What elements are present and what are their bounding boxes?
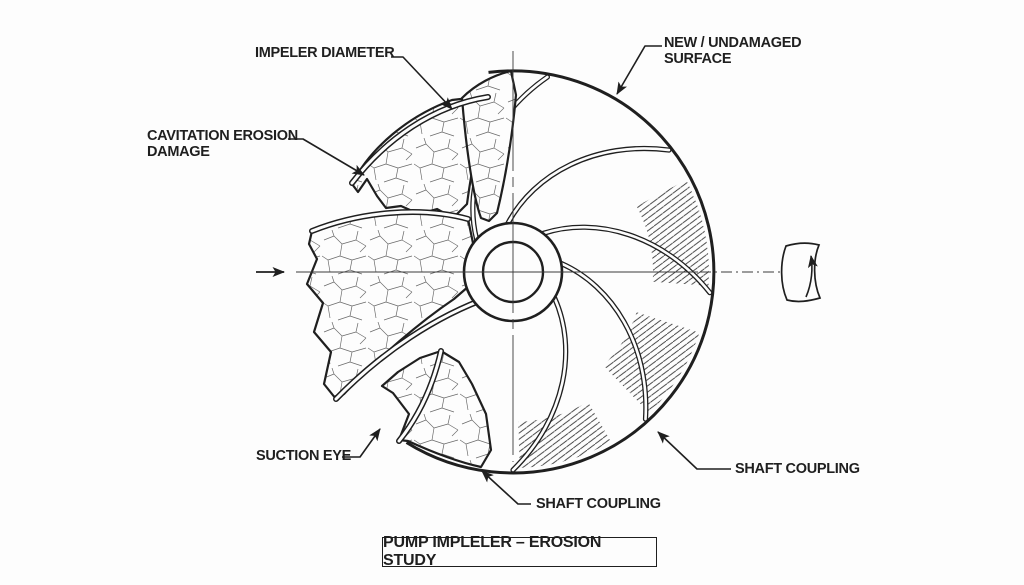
- label-cavitation-erosion-damage: CAVITATION EROSION DAMAGE: [147, 128, 298, 160]
- impeller-rim: [405, 69, 716, 475]
- label-new-undamaged-line2: SURFACE: [664, 51, 732, 67]
- leader-new-undamaged-surface: [616, 45, 662, 95]
- label-shaft-coupling-center: SHAFT COUPLING: [536, 496, 661, 512]
- figure-title: PUMP IMPLELER – EROSION STUDY: [383, 534, 602, 569]
- cavitation-erosion-zones: [305, 69, 518, 469]
- label-shaft-coupling-right: SHAFT COUPLING: [735, 461, 860, 477]
- hatch-shading: [518, 180, 709, 468]
- shaft-band: [780, 242, 822, 303]
- rotation-arrow-icon: [805, 255, 818, 298]
- title-block: PUMP IMPLELER – EROSION STUDY: [382, 534, 657, 569]
- leader-shaft-coupling-center: [481, 470, 531, 505]
- centerlines: [296, 51, 781, 462]
- eroded-segment-top: [460, 69, 518, 223]
- label-suction-eye: SUCTION EYE: [256, 448, 351, 464]
- leader-shaft-coupling-right: [657, 431, 731, 470]
- label-new-undamaged-line1: NEW / UNDAMAGED: [664, 35, 802, 51]
- rotation-symbol: [780, 242, 822, 303]
- leader-impeller-diameter: [391, 56, 453, 110]
- leader-lines: [288, 45, 731, 505]
- impeller-blades: [470, 74, 713, 473]
- eroded-segment-bottom: [380, 349, 493, 469]
- leader-suction-eye: [342, 428, 381, 458]
- label-impeller-diameter: IMPELER DIAMETER: [255, 45, 395, 61]
- leader-cavitation-erosion: [288, 138, 365, 176]
- label-cavitation-line2: DAMAGE: [147, 144, 210, 160]
- label-new-undamaged-surface: NEW / UNDAMAGED SURFACE: [664, 35, 802, 67]
- label-cavitation-line1: CAVITATION EROSION: [147, 128, 298, 144]
